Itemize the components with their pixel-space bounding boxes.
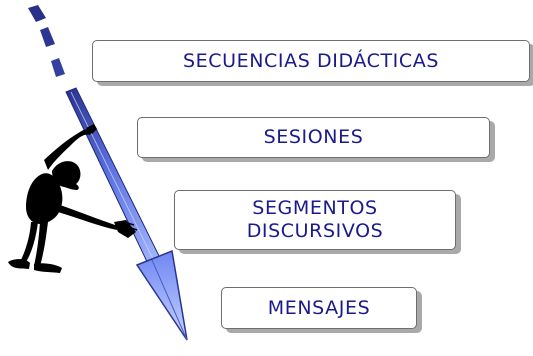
level-box-mensajes: MENSAJES — [221, 287, 417, 329]
level-label-line-1: SEGMENTOS — [252, 197, 378, 219]
level-box-secuencias-didacticas: SECUENCIAS DIDÁCTICAS — [92, 40, 530, 82]
level-box-sesiones: SESIONES — [137, 117, 490, 158]
level-label-line-2: DISCURSIVOS — [246, 220, 384, 242]
level-box-segmentos-discursivos: SEGMENTOS DISCURSIVOS — [174, 190, 456, 250]
level-label: MENSAJES — [267, 296, 371, 319]
level-label: SECUENCIAS DIDÁCTICAS — [182, 49, 440, 72]
level-label: SESIONES — [263, 126, 364, 148]
pushing-figure-icon — [8, 124, 138, 273]
